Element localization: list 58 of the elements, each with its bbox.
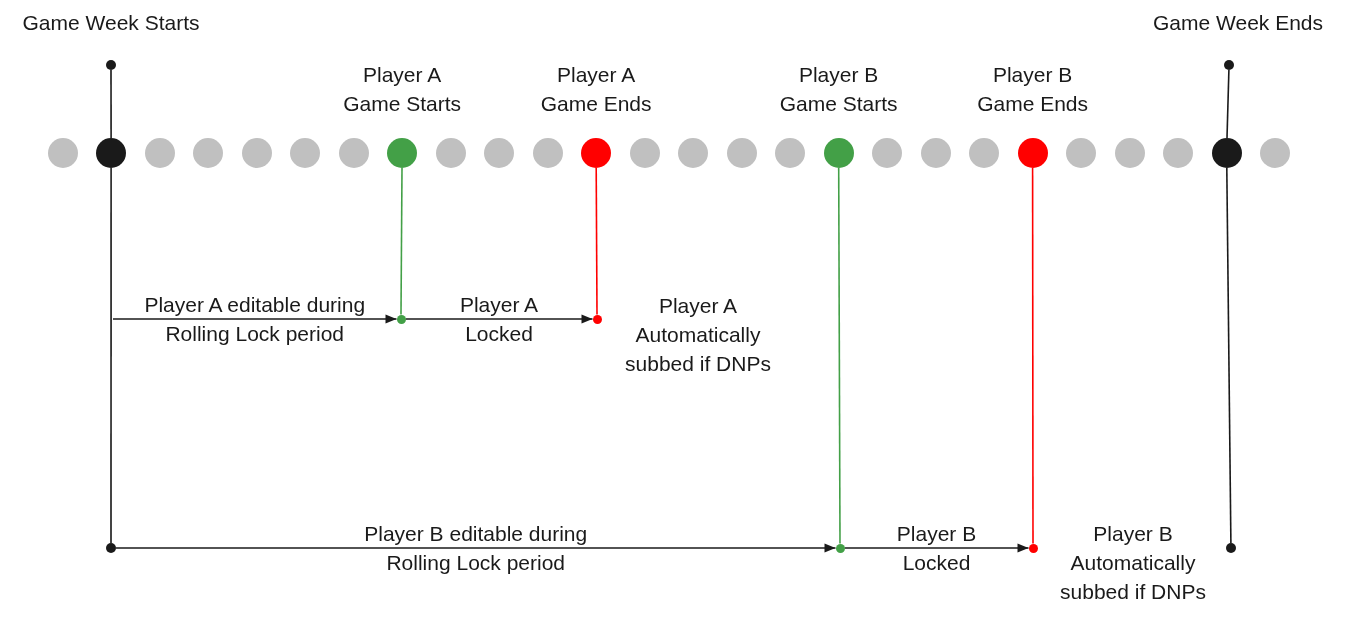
event-label: Player B Game Ends — [976, 62, 1090, 117]
event-label: Game Week Starts — [21, 10, 201, 36]
timeline-dot — [678, 138, 709, 168]
milestone-dot — [96, 138, 127, 168]
timeline-dot — [726, 138, 757, 168]
endpoint-dot — [835, 543, 845, 553]
timeline-dot — [1163, 138, 1194, 168]
event-dot — [387, 138, 418, 168]
timeline-dot — [969, 138, 1000, 168]
timeline-dot — [1066, 138, 1097, 168]
note-text: Player A Automatically subbed if DNPs — [624, 293, 772, 377]
timeline-dot — [290, 138, 321, 168]
pin-dot — [1226, 543, 1236, 553]
pin-dot — [106, 60, 116, 70]
note-text: Player B Automatically subbed if DNPs — [1059, 521, 1207, 605]
timeline-dot — [338, 138, 369, 168]
connector-line — [1226, 167, 1232, 544]
milestone-dot — [1211, 138, 1242, 168]
connector-line — [400, 167, 403, 316]
timeline-dot — [144, 138, 175, 168]
pin-dot — [1224, 60, 1234, 70]
arrow — [404, 314, 594, 324]
timeline-dot — [193, 138, 224, 168]
edge-label: Player A Locked — [458, 292, 540, 347]
event-label: Player B Game Starts — [778, 62, 899, 117]
edge-label: Player B Locked — [895, 521, 978, 576]
timeline-dot — [532, 138, 563, 168]
timeline-dot — [775, 138, 806, 168]
connector-line — [110, 167, 112, 544]
event-label: Game Week Ends — [1152, 10, 1324, 36]
event-dot — [581, 138, 612, 168]
edge-label: Player B editable during Rolling Lock period — [363, 521, 589, 576]
timeline-dot — [1114, 138, 1145, 168]
timeline-dot — [47, 138, 78, 168]
edge-label: Player A editable during Rolling Lock period — [143, 292, 367, 347]
arrow — [115, 543, 837, 553]
endpoint-dot — [592, 314, 602, 324]
timeline-dot — [872, 138, 903, 168]
timeline-dot — [241, 138, 272, 168]
connector-line — [837, 167, 841, 545]
arrow — [112, 314, 398, 324]
timeline-dot — [1260, 138, 1291, 168]
timeline-dot — [920, 138, 951, 168]
timeline-dot — [484, 138, 515, 168]
endpoint-dot — [396, 314, 406, 324]
event-label: Player A Game Ends — [539, 62, 653, 117]
event-dot — [1017, 138, 1048, 168]
event-label: Player A Game Starts — [342, 62, 463, 117]
endpoint-dot — [1028, 543, 1038, 553]
timeline-dot — [629, 138, 660, 168]
connector-line — [595, 167, 598, 316]
connector-line — [1226, 69, 1230, 139]
connector-line — [110, 69, 112, 139]
timeline-dot — [435, 138, 466, 168]
arrow — [843, 543, 1030, 553]
connector-line — [1031, 167, 1034, 545]
event-dot — [823, 138, 854, 168]
pin-dot — [106, 543, 116, 553]
